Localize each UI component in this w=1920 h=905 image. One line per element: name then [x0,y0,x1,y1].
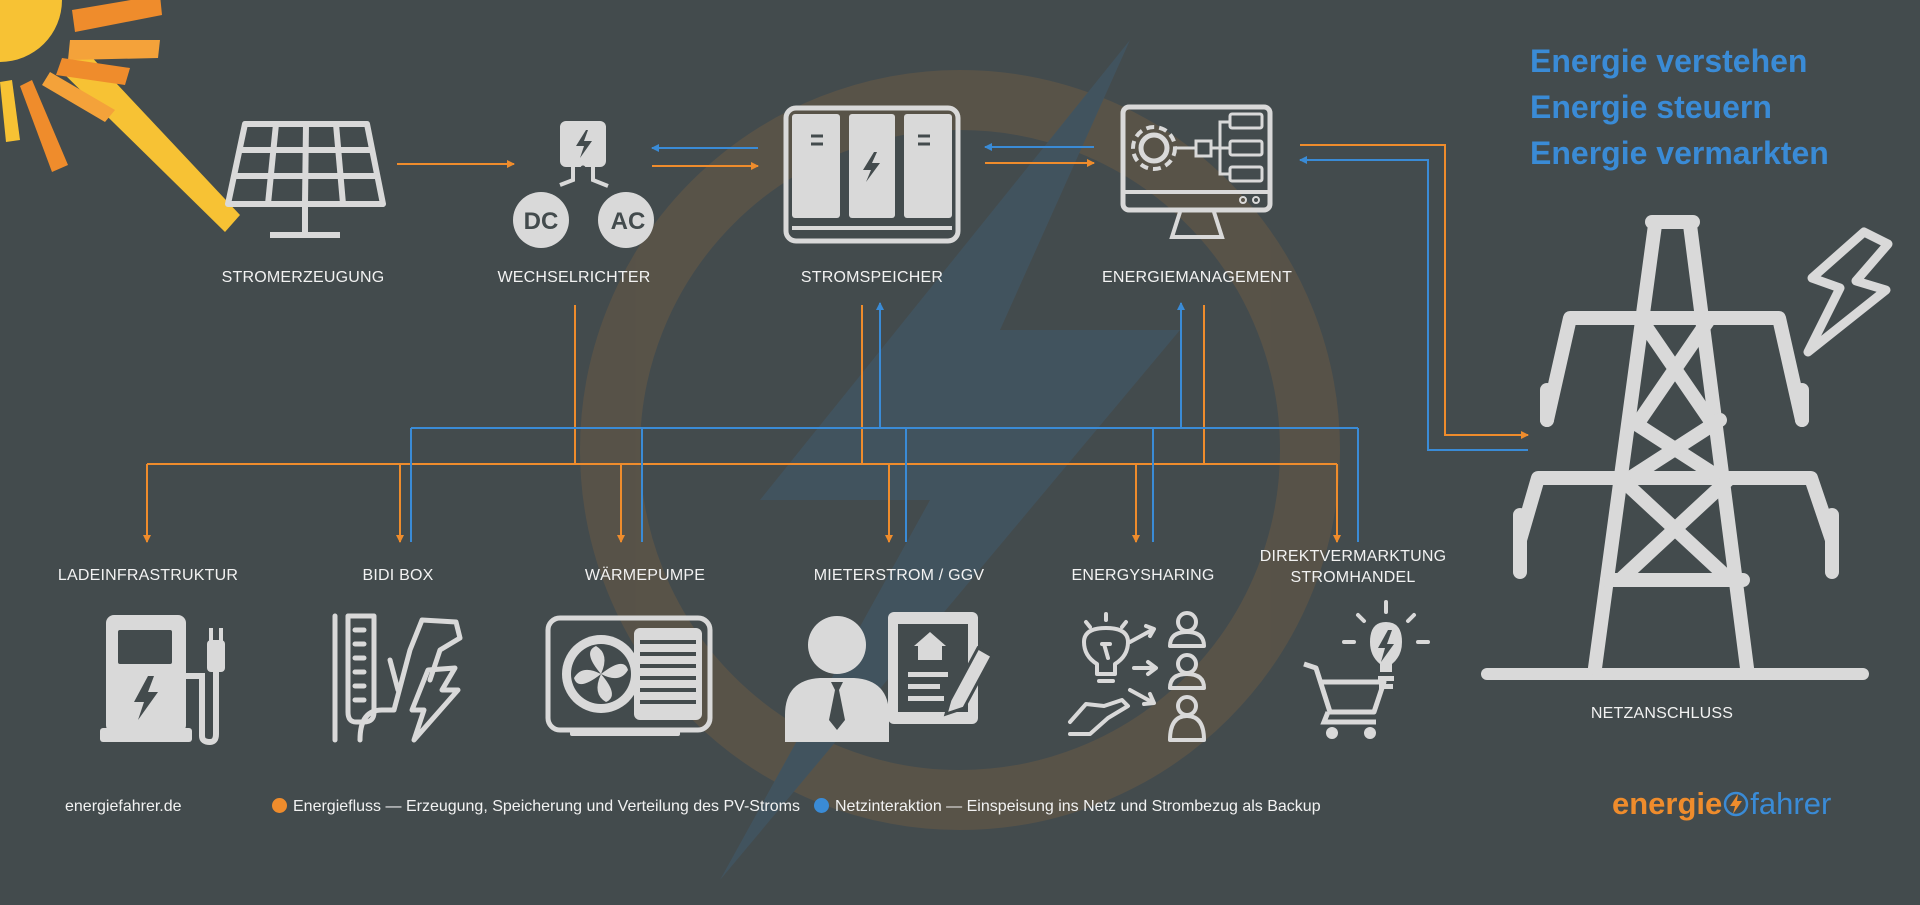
inverter-dc-text: DC [524,208,559,235]
lightning-icon [1803,227,1893,357]
legend-grid-text: Netzinteraktion — Einspeisung ins Netz u… [835,798,1321,815]
label-ladeinfrastruktur: LADEINFRASTRUKTUR [57,567,239,584]
label-direktvermarktung-line-1: DIREKTVERMARKTUNG [1259,548,1447,565]
energy-management-icon [1120,104,1273,239]
tagline-line-2: Energie steuern [1530,89,1772,125]
label-mieterstrom: MIETERSTROM / GGV [813,567,985,584]
label-stromspeicher: STROMSPEICHER [800,269,944,286]
bidi-box-icon [332,613,463,743]
label-bidi-box: BIDI BOX [362,567,434,584]
heat-pump-icon [545,615,713,736]
brand-part-2: fahrer [1750,786,1832,821]
legend-blue-dot-icon [814,798,829,813]
label-direktvermarktung-line-2: STROMHANDEL [1290,569,1416,586]
label-direktvermarktung: DIREKTVERMARKTUNG STROMHANDEL [1260,546,1447,588]
inverter-ac-text: AC [611,208,646,235]
brand-logo: energie fahrer [1612,786,1831,822]
label-wechselrichter: WECHSELRICHTER [497,269,651,286]
watermark-logo [580,40,1340,880]
tenant-electricity-icon [785,612,995,742]
legend-energy-text: Energiefluss — Erzeugung, Speicherung un… [293,798,800,815]
power-pylon-icon [1481,215,1869,680]
label-netzanschluss: NETZANSCHLUSS [1590,705,1734,722]
legend-orange-dot-icon [272,798,287,813]
legend-energy-flow: Energiefluss — Erzeugung, Speicherung un… [272,798,800,816]
solar-panel-icon [225,121,386,238]
grid-interaction-lines [410,143,1528,542]
legend-grid-interaction: Netzinteraktion — Einspeisung ins Netz u… [814,798,1321,816]
label-energysharing: ENERGYSHARING [1071,567,1215,584]
energy-flow-lines [143,144,1529,543]
energy-sharing-icon [1068,611,1206,742]
charging-station-icon [100,615,225,746]
inverter-icon: DC AC [513,121,654,248]
direct-marketing-icon [1303,600,1430,739]
tagline: Energie verstehen Energie steuern Energi… [1530,38,1829,176]
footer-website[interactable]: energiefahrer.de [65,798,182,815]
label-stromerzeugung: STROMERZEUGUNG [221,269,385,286]
label-waermepumpe: WÄRMEPUMPE [584,567,706,584]
tagline-line-1: Energie verstehen [1530,43,1808,79]
label-energiemanagement: ENERGIEMANAGEMENT [1101,269,1293,286]
sun-icon [0,0,240,232]
battery-storage-icon [783,105,961,244]
brand-bolt-icon [1724,791,1749,817]
brand-part-1: energie [1612,786,1723,821]
tagline-line-3: Energie vermarkten [1530,135,1829,171]
